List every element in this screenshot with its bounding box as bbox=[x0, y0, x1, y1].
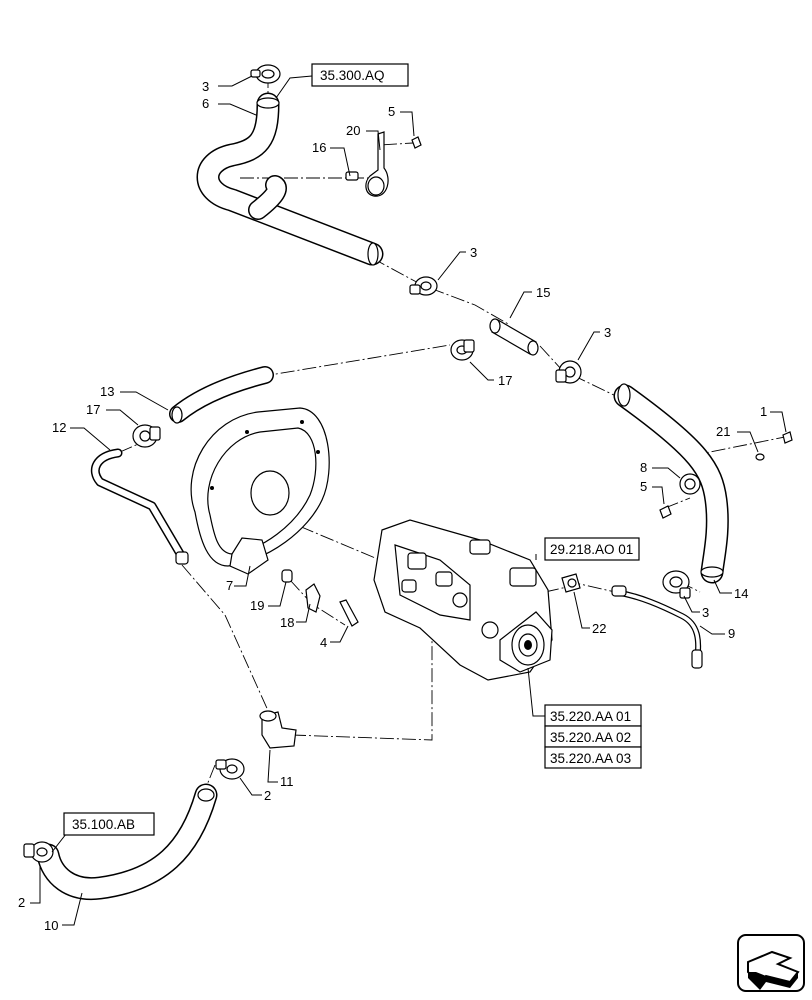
callout-4: 4 bbox=[320, 635, 327, 650]
reference-boxes: 35.300.AQ 29.218.AO 01 35.220.AA 01 35.2… bbox=[63, 63, 642, 836]
callout-14: 14 bbox=[734, 586, 748, 601]
ref-box-35-100-ab[interactable]: 35.100.AB bbox=[63, 812, 155, 836]
ref-label: 29.218.AO 01 bbox=[550, 542, 633, 557]
callout-1: 1 bbox=[760, 404, 767, 419]
callout-15: 15 bbox=[536, 285, 550, 300]
ref-box-35-220-aa-03[interactable]: 35.220.AA 03 bbox=[544, 746, 642, 769]
pipe-12 bbox=[91, 448, 189, 565]
fitting-22 bbox=[561, 573, 581, 593]
clamp-3-lower-right bbox=[662, 570, 691, 599]
clamp-8 bbox=[659, 431, 793, 519]
leader-lines bbox=[30, 75, 787, 926]
bracket-20 bbox=[345, 131, 422, 197]
ref-box-29-218-ao-01[interactable]: 29.218.AO 01 bbox=[544, 537, 640, 561]
ref-label: 35.300.AQ bbox=[320, 68, 385, 83]
hose-10 bbox=[36, 783, 218, 901]
callout-20: 20 bbox=[346, 123, 360, 138]
ref-label: 35.220.AA 01 bbox=[550, 709, 631, 724]
callout-6: 6 bbox=[202, 96, 209, 111]
callout-9: 9 bbox=[728, 626, 735, 641]
clamp-3-mid bbox=[409, 276, 438, 296]
ref-label: 35.220.AA 02 bbox=[550, 730, 631, 745]
callout-10: 10 bbox=[44, 918, 58, 933]
navigation-arrow-icon[interactable] bbox=[737, 934, 805, 992]
ref-label: 35.220.AA 03 bbox=[550, 751, 631, 766]
hose-13 bbox=[169, 366, 274, 424]
ref-label: 35.100.AB bbox=[72, 817, 135, 832]
hose-6 bbox=[196, 92, 384, 266]
ref-box-35-300-aq[interactable]: 35.300.AQ bbox=[311, 63, 409, 87]
callout-3: 3 bbox=[604, 325, 611, 340]
callout-3: 3 bbox=[470, 245, 477, 260]
callout-3: 3 bbox=[202, 79, 209, 94]
hydraulic-pump bbox=[373, 519, 553, 681]
hose-14 bbox=[613, 383, 729, 584]
hydraulic-line-9 bbox=[611, 585, 703, 669]
callout-11: 11 bbox=[280, 774, 294, 789]
callout-5: 5 bbox=[388, 104, 395, 119]
callout-21: 21 bbox=[716, 424, 730, 439]
callout-2: 2 bbox=[18, 895, 25, 910]
callout-19: 19 bbox=[250, 598, 264, 613]
ref-box-35-220-aa-01[interactable]: 35.220.AA 01 bbox=[544, 704, 642, 727]
callout-5: 5 bbox=[640, 479, 647, 494]
callout-22: 22 bbox=[592, 621, 606, 636]
callout-12: 12 bbox=[52, 420, 66, 435]
assembly-center-lines bbox=[39, 72, 791, 859]
callout-8: 8 bbox=[640, 460, 647, 475]
clamp-17-mid bbox=[450, 339, 475, 361]
callout-17: 17 bbox=[86, 402, 100, 417]
clamp-2-left bbox=[23, 841, 54, 863]
callout-18: 18 bbox=[280, 615, 294, 630]
ref-box-35-220-aa-02[interactable]: 35.220.AA 02 bbox=[544, 725, 642, 748]
tube-15 bbox=[489, 318, 539, 356]
callout-labels: 3 6 5 20 16 3 15 3 17 13 17 12 1 21 8 5 … bbox=[18, 79, 767, 933]
clamp-17-left bbox=[132, 424, 161, 448]
callout-17: 17 bbox=[498, 373, 512, 388]
callout-3: 3 bbox=[702, 605, 709, 620]
callout-13: 13 bbox=[100, 384, 114, 399]
callout-2: 2 bbox=[264, 788, 271, 803]
callout-16: 16 bbox=[312, 140, 326, 155]
flywheel-housing-7 bbox=[190, 407, 330, 575]
clamp-2-mid bbox=[215, 758, 245, 780]
clamp-3-top bbox=[250, 64, 281, 84]
clamp-3-right bbox=[555, 360, 582, 384]
callout-7: 7 bbox=[226, 578, 233, 593]
elbow-11 bbox=[259, 710, 297, 749]
